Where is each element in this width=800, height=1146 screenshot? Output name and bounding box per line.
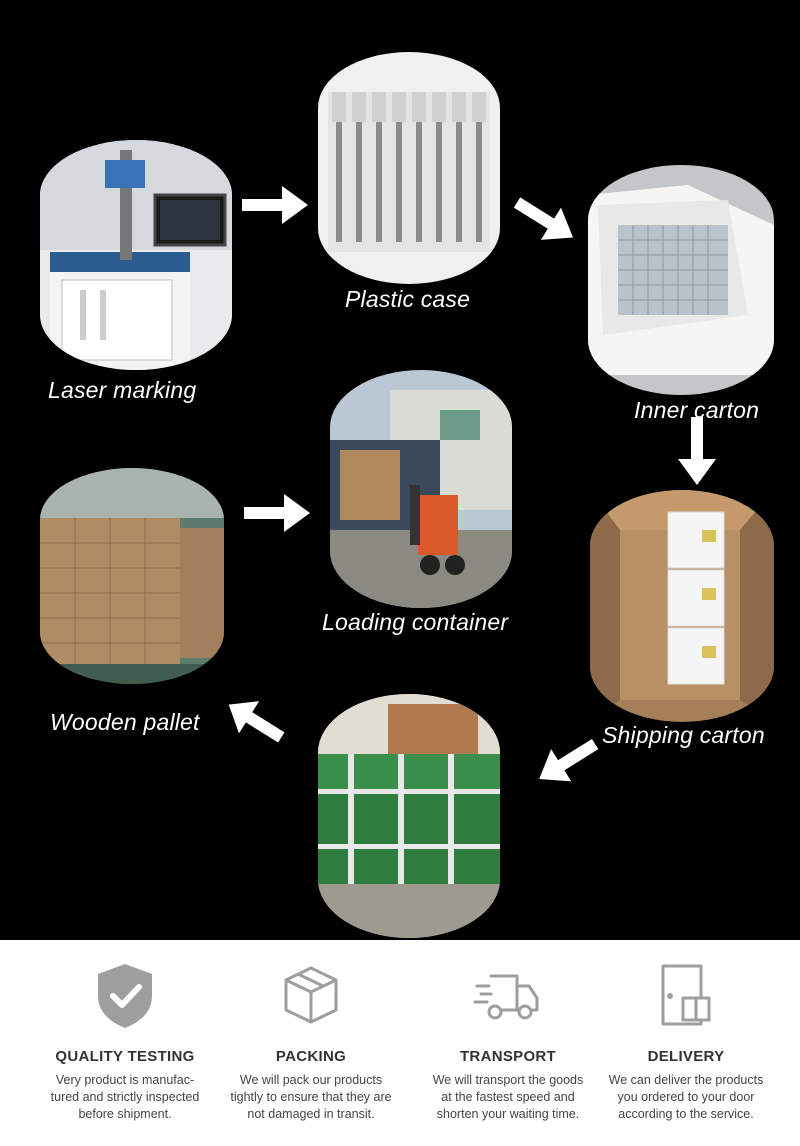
wooden-pallet-photo bbox=[40, 468, 224, 684]
arrow-down-icon bbox=[678, 417, 716, 485]
shipping-carton-photo bbox=[590, 490, 774, 722]
arrow-right-icon bbox=[244, 494, 310, 532]
plastic-case-photo bbox=[318, 52, 500, 284]
arrow-right-icon bbox=[242, 186, 308, 224]
caption-laser-marking: Laser marking bbox=[48, 377, 197, 403]
feature-title: QUALITY TESTING bbox=[55, 1048, 195, 1065]
caption-shipping-carton: Shipping carton bbox=[602, 722, 765, 748]
box-icon bbox=[284, 966, 338, 1024]
feature-title: DELIVERY bbox=[647, 1048, 725, 1065]
wrapped-pallet-photo bbox=[318, 694, 500, 938]
feature-title: TRANSPORT bbox=[459, 1048, 557, 1065]
arrow-down-left-icon bbox=[539, 738, 599, 782]
door-icon bbox=[661, 964, 711, 1026]
laser-marking-photo bbox=[40, 140, 232, 370]
feature-title: PACKING bbox=[275, 1048, 347, 1065]
feature-description: We will pack our products tightly to ens… bbox=[230, 1073, 392, 1121]
feature-description: We will transport the goods at the faste… bbox=[432, 1073, 584, 1121]
arrow-down-right-icon bbox=[513, 197, 573, 240]
packing-process-diagram: Laser marking bbox=[0, 0, 800, 940]
feature-description: We can deliver the products you ordered … bbox=[608, 1073, 764, 1121]
service-features: QUALITY TESTING Very product is manufac-… bbox=[0, 940, 800, 1146]
arrow-up-left-icon bbox=[228, 701, 285, 743]
caption-wooden-pallet: Wooden pallet bbox=[50, 709, 200, 735]
inner-carton-photo bbox=[588, 165, 774, 395]
shield-check-icon bbox=[98, 964, 152, 1028]
caption-loading-container: Loading container bbox=[322, 609, 509, 635]
caption-plastic-case: Plastic case bbox=[345, 286, 471, 312]
truck-icon bbox=[473, 974, 539, 1020]
feature-description: Very product is manufac- tured and stric… bbox=[50, 1073, 200, 1121]
loading-container-photo bbox=[330, 370, 512, 608]
